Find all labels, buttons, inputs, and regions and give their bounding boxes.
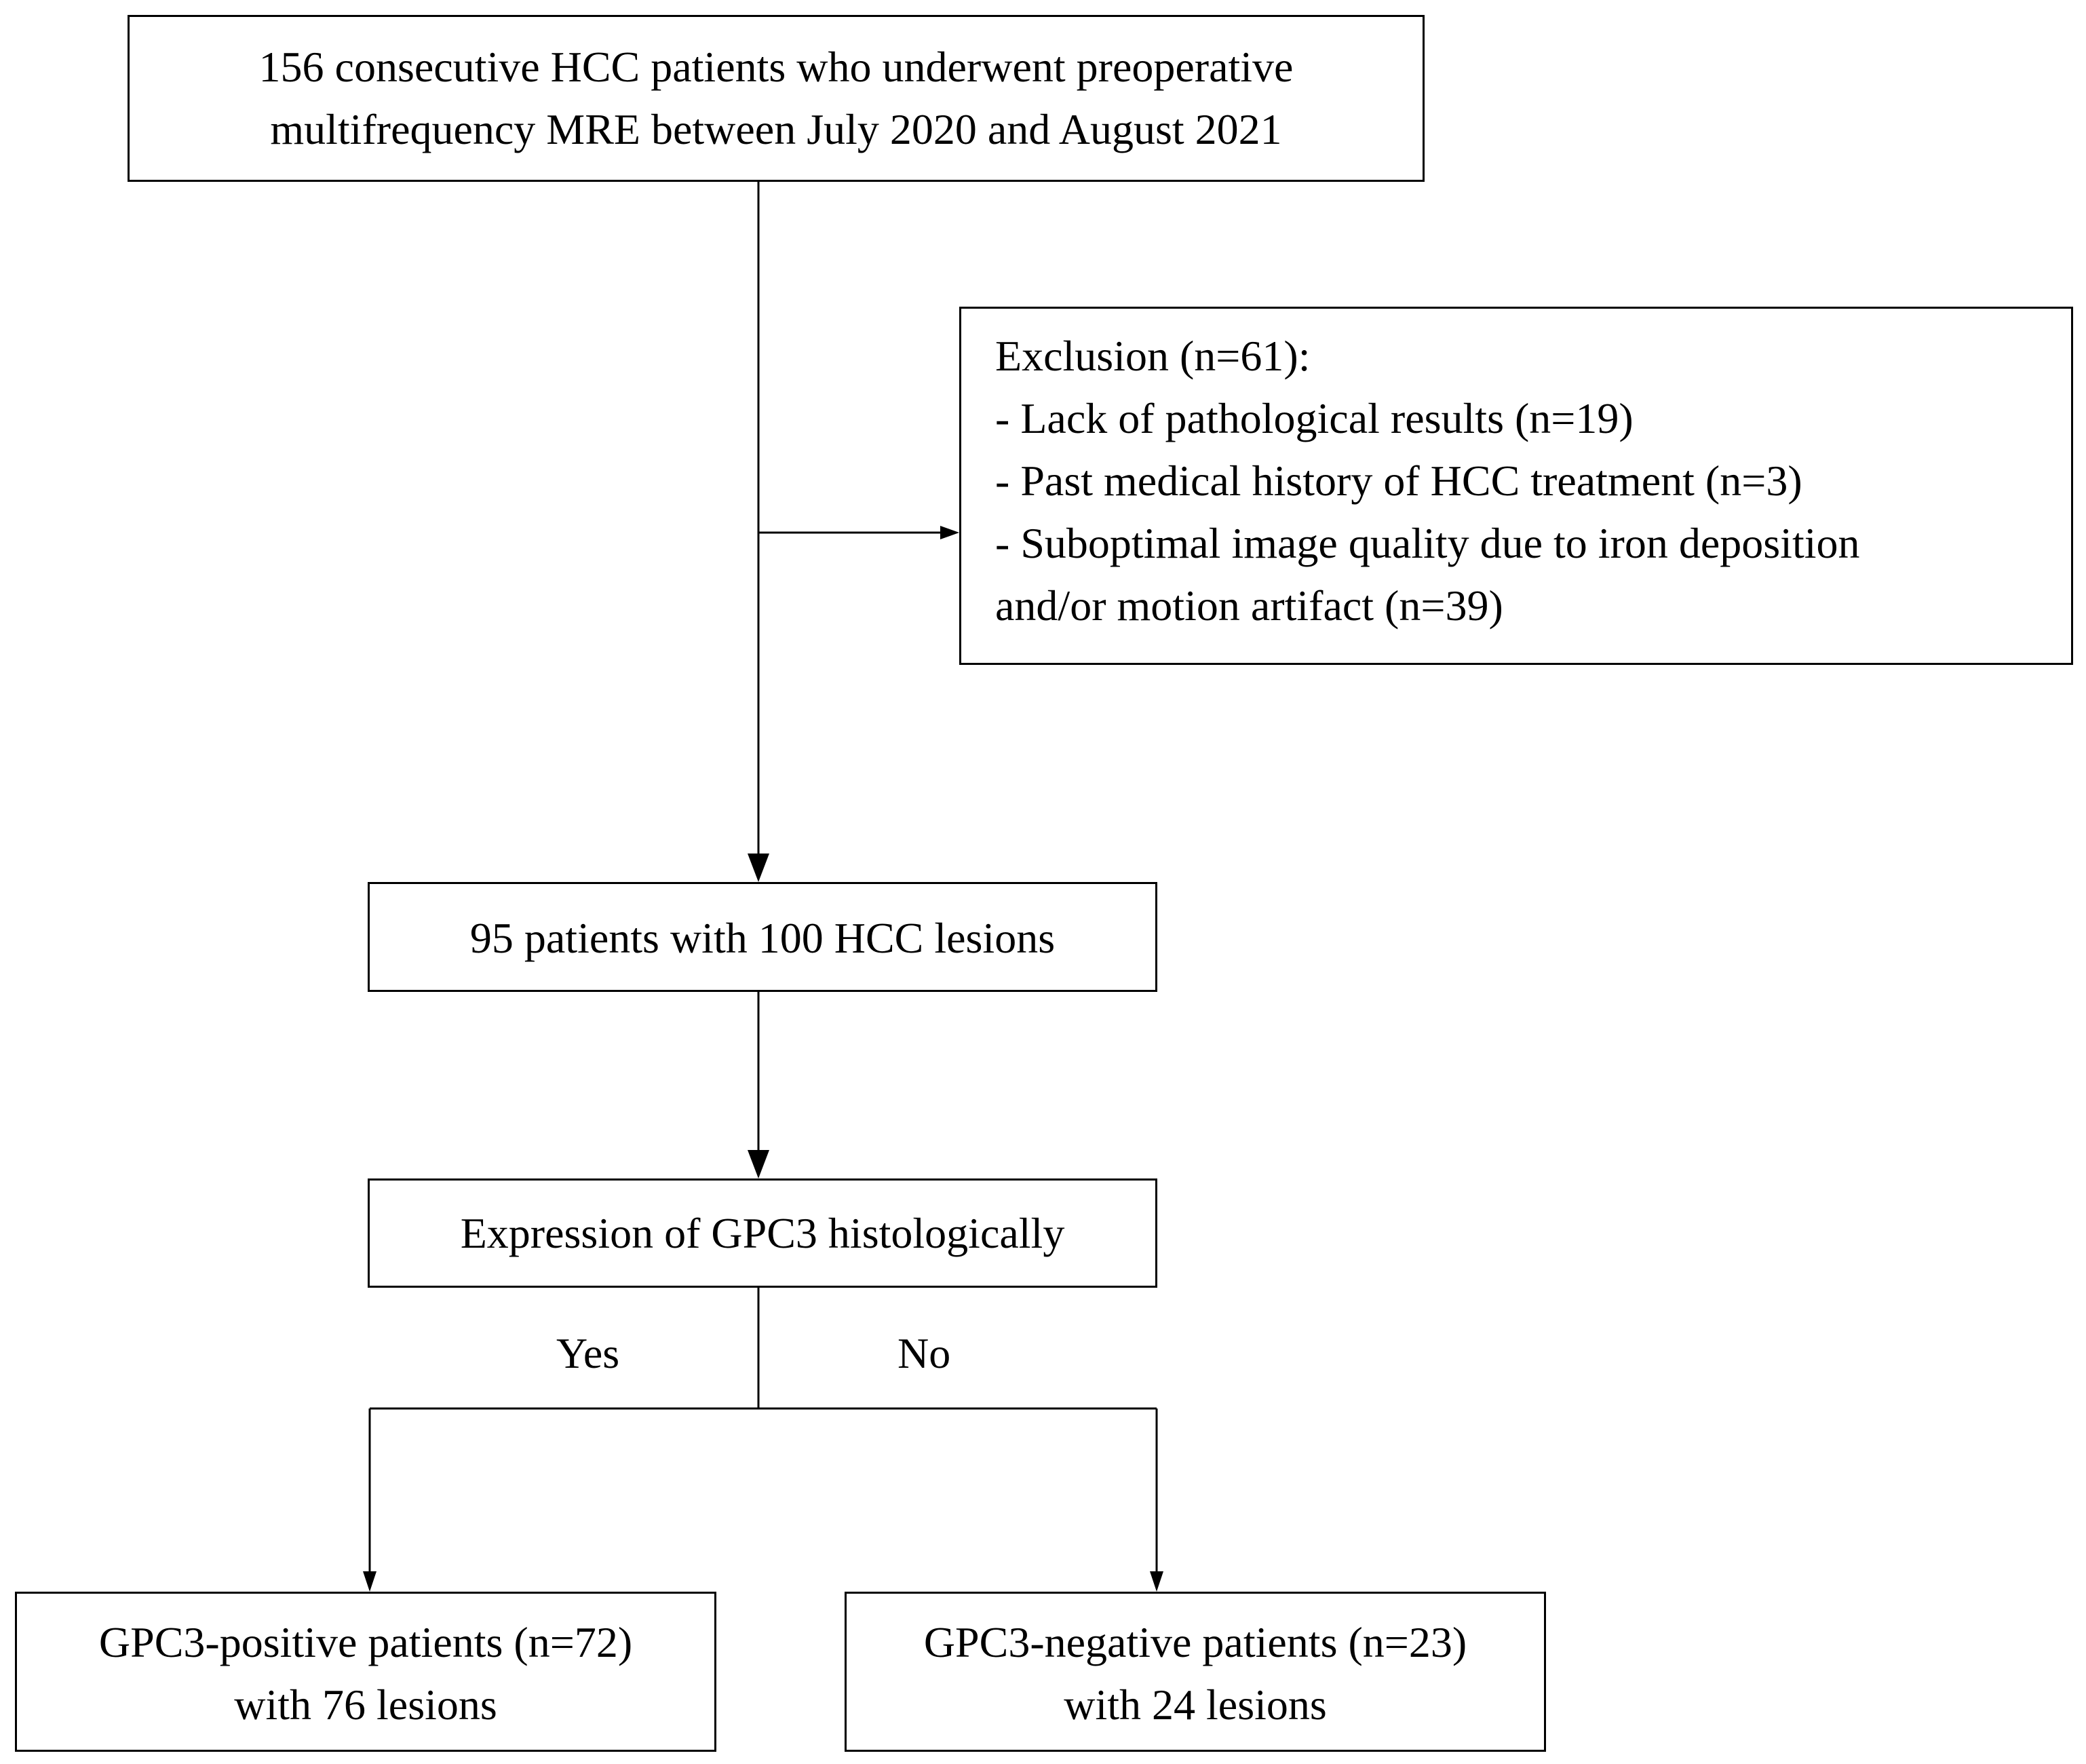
exclusion-item-history: - Past medical history of HCC treatment …: [995, 457, 1802, 505]
start-cohort-box: 156 consecutive HCC patients who underwe…: [128, 15, 1425, 182]
start-cohort-line-2: multifrequency MRE between July 2020 and…: [270, 105, 1282, 153]
exclusion-title: Exclusion (n=61):: [995, 332, 1311, 380]
included-cohort-box: 95 patients with 100 HCC lesions: [368, 882, 1157, 992]
arrowhead-negative: [1150, 1571, 1163, 1592]
start-cohort-line-1: 156 consecutive HCC patients who underwe…: [258, 43, 1294, 91]
branch-label-no: No: [897, 1329, 951, 1377]
exclusion-box: Exclusion (n=61): - Lack of pathological…: [959, 307, 2073, 665]
gpc3-negative-line-1: GPC3-negative patients (n=23): [923, 1618, 1467, 1666]
branch-label-yes: Yes: [556, 1329, 620, 1377]
gpc3-negative-line-2: with 24 lesions: [1064, 1681, 1327, 1729]
arrowhead-included: [748, 854, 769, 882]
arrowhead-exclusion: [940, 526, 959, 539]
gpc3-expression-text: Expression of GPC3 histologically: [460, 1209, 1065, 1257]
included-cohort-text: 95 patients with 100 HCC lesions: [469, 914, 1056, 962]
arrowhead-positive: [363, 1571, 376, 1592]
exclusion-item-pathology: - Lack of pathological results (n=19): [995, 394, 1634, 442]
gpc3-negative-box: GPC3-negative patients (n=23) with 24 le…: [845, 1592, 1546, 1752]
gpc3-positive-box: GPC3-positive patients (n=72) with 76 le…: [15, 1592, 716, 1752]
gpc3-positive-line-2: with 76 lesions: [234, 1681, 497, 1729]
exclusion-item-image-quality: - Suboptimal image quality due to iron d…: [995, 519, 1860, 567]
gpc3-expression-box: Expression of GPC3 histologically: [368, 1178, 1157, 1288]
exclusion-item-image-quality-cont: and/or motion artifact (n=39): [995, 581, 1503, 630]
gpc3-positive-line-1: GPC3-positive patients (n=72): [98, 1618, 633, 1666]
arrowhead-expression: [748, 1150, 769, 1178]
